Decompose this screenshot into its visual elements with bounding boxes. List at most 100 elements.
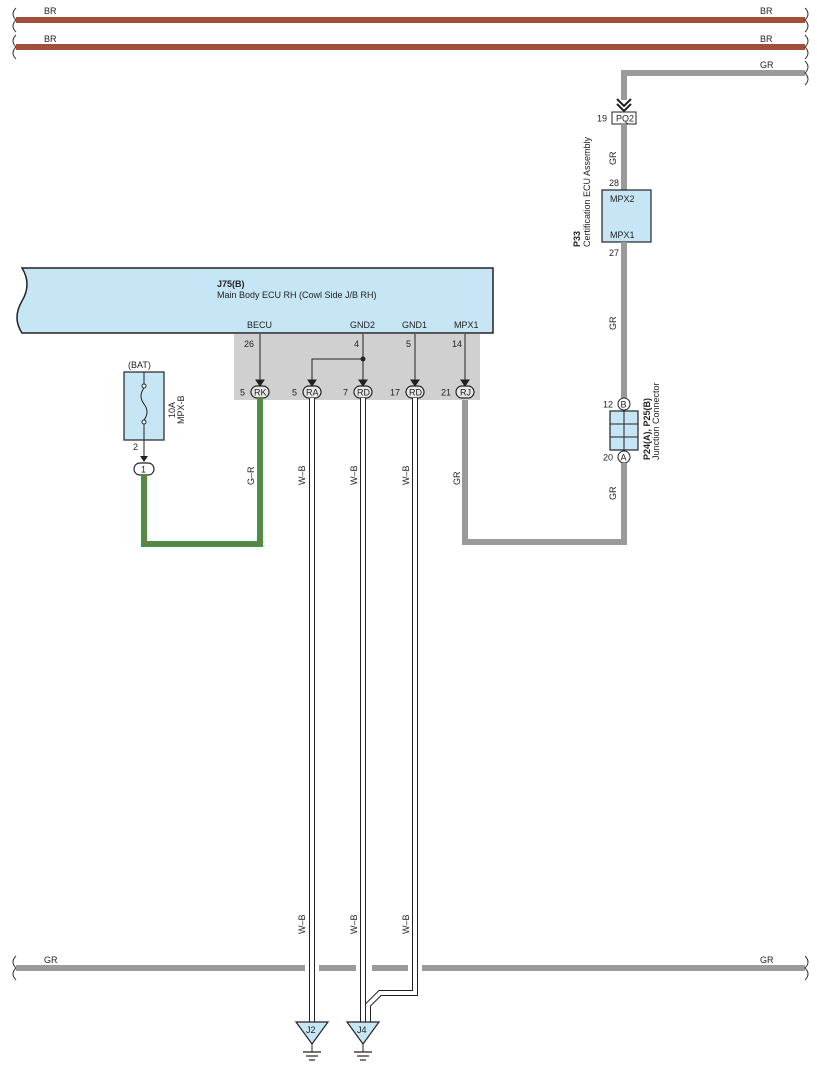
break-mark-right — [804, 955, 809, 981]
fuse-connector-label: 1 — [141, 465, 146, 475]
fuse-node-top — [141, 383, 147, 389]
ecu-code: J75(B) — [217, 279, 245, 289]
ecu-pin-gnd1: 5 — [406, 339, 411, 349]
arrow-gnd2-icon — [358, 379, 368, 387]
terminal-rk-label: RK — [254, 388, 267, 398]
main-body-ecu: J75(B) Main Body ECU RH (Cowl Side J/B R… — [16, 267, 494, 334]
ecu-pin-becu: 26 — [244, 339, 254, 349]
gr-bus-label-right: GR — [760, 955, 774, 965]
gr-label-rj: GR — [452, 471, 462, 485]
arrow-ra-icon — [307, 379, 317, 387]
fuse-rating: 10A — [167, 402, 177, 418]
ecu-terminal-becu: BECU — [247, 320, 272, 330]
pq2-label: PQ2 — [616, 114, 634, 124]
br-label-top-right: BR — [760, 6, 773, 16]
junction-bottom-label: A — [621, 453, 627, 463]
terminal-rj-label: RJ — [460, 388, 471, 398]
gr-label-upper: GR — [608, 151, 618, 165]
ground-j2-label: J2 — [306, 1025, 316, 1035]
terminal-rj-pin: 21 — [441, 388, 451, 398]
w-b-label-rd2-lower: W–B — [401, 914, 411, 934]
ecu-terminal-mpx1: MPX1 — [454, 320, 479, 330]
splice-dot — [360, 356, 366, 362]
fuse-node-bottom — [141, 419, 147, 425]
gr-wire-junction-to-rj — [462, 398, 627, 545]
main-body-ecu-box — [16, 267, 494, 334]
arrow-ra-line — [311, 358, 363, 382]
gr-label-middle: GR — [608, 316, 618, 330]
break-mark-left — [12, 7, 17, 33]
junction-top-pin: 12 — [603, 400, 613, 410]
terminal-rj — [455, 385, 475, 399]
fuse-element-icon — [140, 387, 148, 421]
ecu-terminal-gnd1: GND1 — [402, 320, 427, 330]
ecu-name: Main Body ECU RH (Cowl Side J/B RH) — [217, 290, 377, 300]
ground-j4-label: J4 — [357, 1025, 367, 1035]
ecu-terminal-gnd2: GND2 — [350, 320, 375, 330]
ecu-pin-gnd2: 4 — [354, 339, 359, 349]
cert-mpx1: MPX1 — [610, 230, 635, 240]
cert-name: Certification ECU Assembly — [582, 136, 592, 247]
internal-arrows — [255, 334, 470, 387]
g-r-wire: G–R — [141, 398, 263, 547]
junction-top-terminal — [617, 397, 631, 411]
connector-chevron-icon — [616, 98, 632, 113]
cert-code: P33 — [572, 231, 582, 247]
cert-mpx2: MPX2 — [610, 194, 635, 204]
w-b-wire-rd2-fill — [366, 398, 417, 1022]
gr-wire-pq2: GR PQ2 19 — [597, 60, 809, 125]
ground-j4: J4 — [345, 1021, 381, 1061]
cert-pin-bottom: 27 — [609, 248, 619, 258]
terminal-rd-2-label: RD — [409, 388, 422, 398]
gr-bus-label-left: GR — [44, 955, 58, 965]
gr-wire-top — [621, 70, 805, 100]
ground-j2-triangle — [294, 1021, 330, 1046]
fuse-mpx-b: (BAT) 10A MPX-B 2 1 — [123, 360, 186, 476]
fuse-pin: 2 — [133, 442, 138, 452]
ground-j4-triangle — [345, 1021, 381, 1046]
w-b-wires: W–B W–B W–B W–B W–B W–B — [297, 398, 418, 1022]
g-r-label: G–R — [246, 466, 256, 485]
break-mark-right — [804, 7, 809, 33]
cert-pin-top: 28 — [609, 178, 619, 188]
fuse-source: (BAT) — [128, 360, 151, 370]
gr-label-junction-lower: GR — [608, 486, 618, 500]
terminal-rd-2-pin: 17 — [390, 388, 400, 398]
fuse-arrow-icon — [140, 456, 148, 462]
terminal-rd-1-label: RD — [357, 388, 370, 398]
br-bus-second: BR BR — [12, 34, 809, 60]
pq2-pin: 19 — [597, 114, 607, 124]
fuse-name: MPX-B — [176, 395, 186, 424]
junction-bottom-pin: 20 — [603, 453, 613, 463]
w-b-label-rd1-lower: W–B — [349, 914, 359, 934]
break-mark-left — [12, 955, 17, 981]
w-b-label-rd1-upper: W–B — [349, 465, 359, 485]
arrow-mpx1-icon — [460, 379, 470, 387]
w-b-label-rd2-upper: W–B — [401, 465, 411, 485]
arrow-gnd1-icon — [410, 379, 420, 387]
terminal-ra-pin: 5 — [292, 388, 297, 398]
terminal-ra-label: RA — [306, 388, 319, 398]
ground-j2: J2 — [294, 1021, 330, 1061]
g-r-wire-red-stripe — [143, 398, 261, 545]
break-mark-left — [12, 34, 17, 60]
terminal-rk-pin: 5 — [240, 388, 245, 398]
w-b-label-ra-lower: W–B — [297, 914, 307, 934]
br-label-second-right: BR — [760, 34, 773, 44]
br-bus-top: BR BR — [12, 6, 809, 33]
gr-bus-bottom: GR GR — [12, 955, 809, 981]
junction-name: Junction Connector — [651, 382, 661, 460]
gr-label-right-top: GR — [760, 60, 774, 70]
junction-top-label: B — [621, 400, 627, 410]
ecu-pin-mpx1: 14 — [452, 339, 462, 349]
junction-code: P24(A), P25(B) — [642, 398, 652, 460]
arrow-becu-icon — [255, 379, 265, 387]
br-label-second-left: BR — [44, 34, 57, 44]
terminal-rd-1-pin: 7 — [343, 388, 348, 398]
break-mark-right — [804, 60, 809, 86]
junction-connector: B 12 A 20 P24(A), P25(B) Junction Connec… — [603, 382, 661, 464]
w-b-label-ra-upper: W–B — [297, 465, 307, 485]
br-label-top-left: BR — [44, 6, 57, 16]
break-mark-right — [804, 34, 809, 60]
